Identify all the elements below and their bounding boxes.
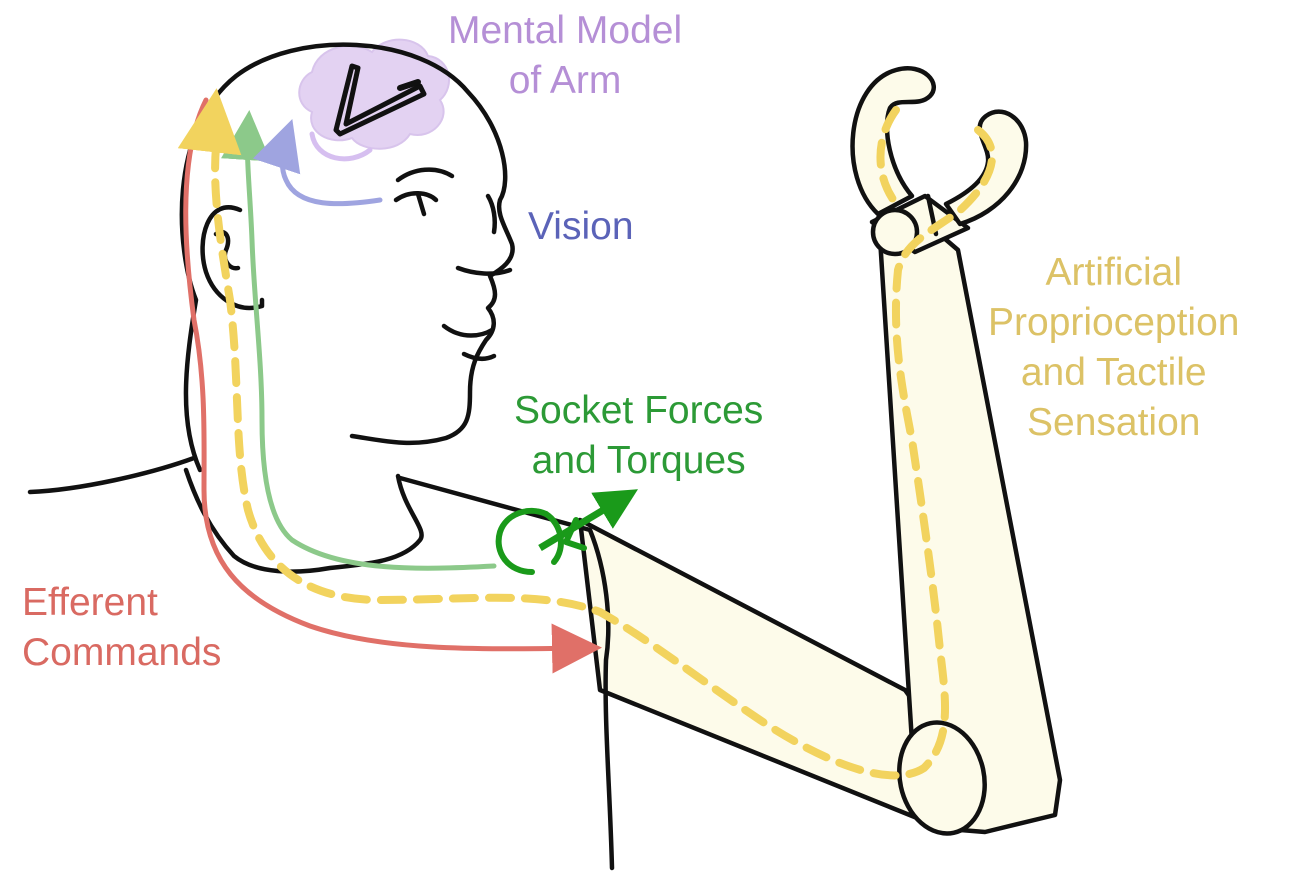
mental-model-cloud	[299, 40, 449, 149]
shoulder-left	[30, 458, 194, 492]
label-artificial-proprioception: Artificial Proprioception and Tactile Se…	[988, 248, 1239, 448]
label-efferent-commands: Efferent Commands	[22, 578, 221, 678]
label-socket-forces: Socket Forces and Torques	[514, 386, 763, 486]
vision-path	[282, 138, 380, 204]
label-mental-model: Mental Model of Arm	[448, 6, 682, 106]
label-vision: Vision	[528, 202, 634, 252]
socket-force-path	[247, 130, 494, 568]
